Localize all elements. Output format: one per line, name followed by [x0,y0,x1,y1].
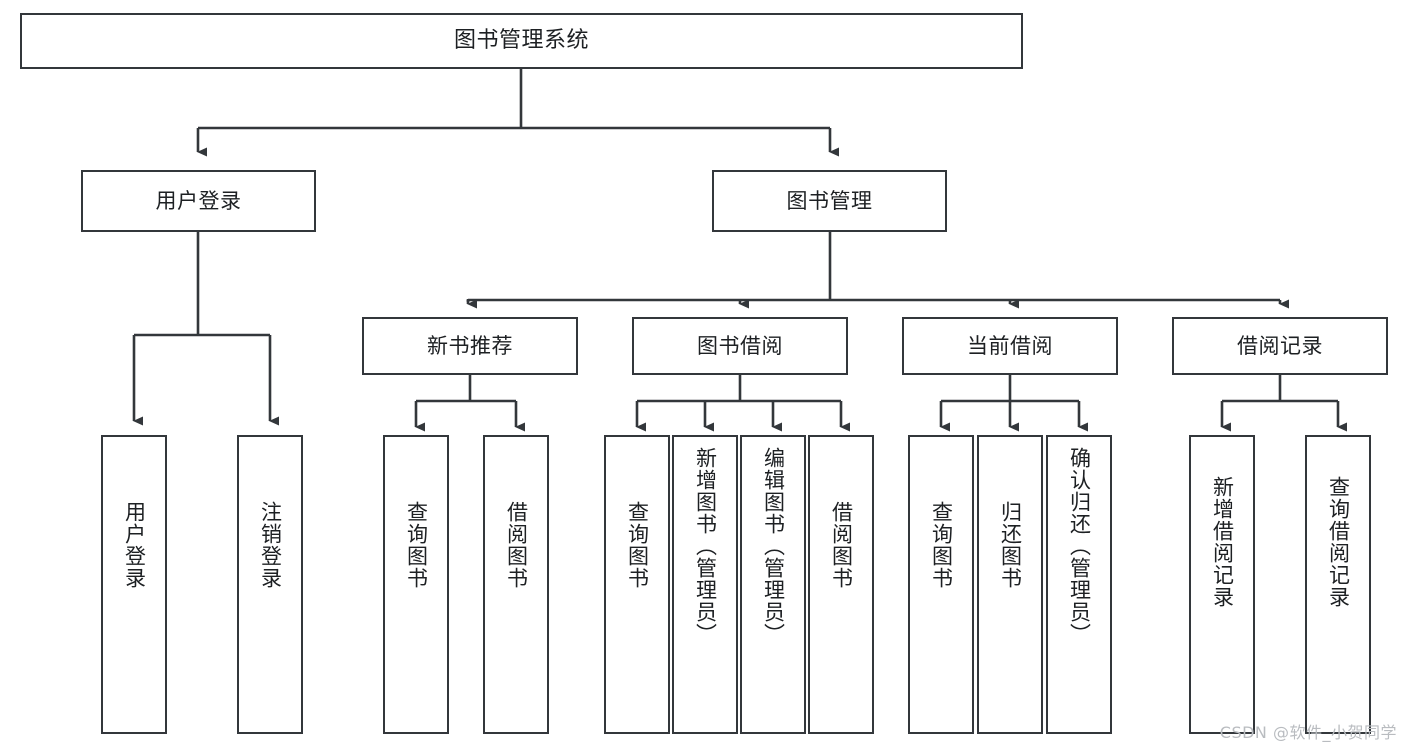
node-root[interactable]: 图书管理系统 [20,13,1023,69]
node-leaf-query-book-3-label: 查询图书 [929,501,954,589]
node-new-book-recommend[interactable]: 新书推荐 [362,317,578,375]
node-leaf-add-book-label: 新增图书（管理员） [693,447,718,645]
node-leaf-user-logout[interactable]: 注销登录 [237,435,303,734]
node-leaf-query-record-label: 查询借阅记录 [1326,476,1351,608]
node-leaf-query-book-1[interactable]: 查询图书 [383,435,449,734]
node-book-manage[interactable]: 图书管理 [712,170,947,232]
node-leaf-query-book-1-label: 查询图书 [404,501,429,589]
node-borrow-record-label: 借阅记录 [1237,333,1323,358]
watermark-text: CSDN @软件_小贺同学 [1219,723,1397,742]
node-leaf-user-login-label: 用户登录 [122,501,147,589]
node-leaf-confirm-return-label: 确认归还（管理员） [1067,447,1092,645]
node-current-borrow[interactable]: 当前借阅 [902,317,1118,375]
node-borrow-record[interactable]: 借阅记录 [1172,317,1388,375]
node-leaf-return-book-label: 归还图书 [998,501,1023,589]
node-leaf-add-record[interactable]: 新增借阅记录 [1189,435,1255,734]
node-current-borrow-label: 当前借阅 [967,333,1053,358]
node-user-login[interactable]: 用户登录 [81,170,316,232]
node-leaf-edit-book-label: 编辑图书（管理员） [761,447,786,645]
node-leaf-query-book-2[interactable]: 查询图书 [604,435,670,734]
node-leaf-borrow-book-2-label: 借阅图书 [829,501,854,589]
node-leaf-edit-book[interactable]: 编辑图书（管理员） [740,435,806,734]
node-leaf-borrow-book-1-label: 借阅图书 [504,501,529,589]
node-root-label: 图书管理系统 [453,28,589,54]
node-leaf-add-book[interactable]: 新增图书（管理员） [672,435,738,734]
node-leaf-query-record[interactable]: 查询借阅记录 [1305,435,1371,734]
node-leaf-return-book[interactable]: 归还图书 [977,435,1043,734]
node-book-borrow[interactable]: 图书借阅 [632,317,848,375]
node-book-borrow-label: 图书借阅 [697,333,783,358]
node-leaf-borrow-book-1[interactable]: 借阅图书 [483,435,549,734]
node-leaf-borrow-book-2[interactable]: 借阅图书 [808,435,874,734]
node-leaf-query-book-3[interactable]: 查询图书 [908,435,974,734]
node-user-login-label: 用户登录 [155,188,242,213]
node-leaf-user-login[interactable]: 用户登录 [101,435,167,734]
node-leaf-add-record-label: 新增借阅记录 [1210,476,1235,608]
node-new-book-recommend-label: 新书推荐 [427,333,513,358]
node-leaf-user-logout-label: 注销登录 [258,501,283,589]
node-leaf-confirm-return[interactable]: 确认归还（管理员） [1046,435,1112,734]
node-book-manage-label: 图书管理 [786,188,873,213]
node-leaf-query-book-2-label: 查询图书 [625,501,650,589]
